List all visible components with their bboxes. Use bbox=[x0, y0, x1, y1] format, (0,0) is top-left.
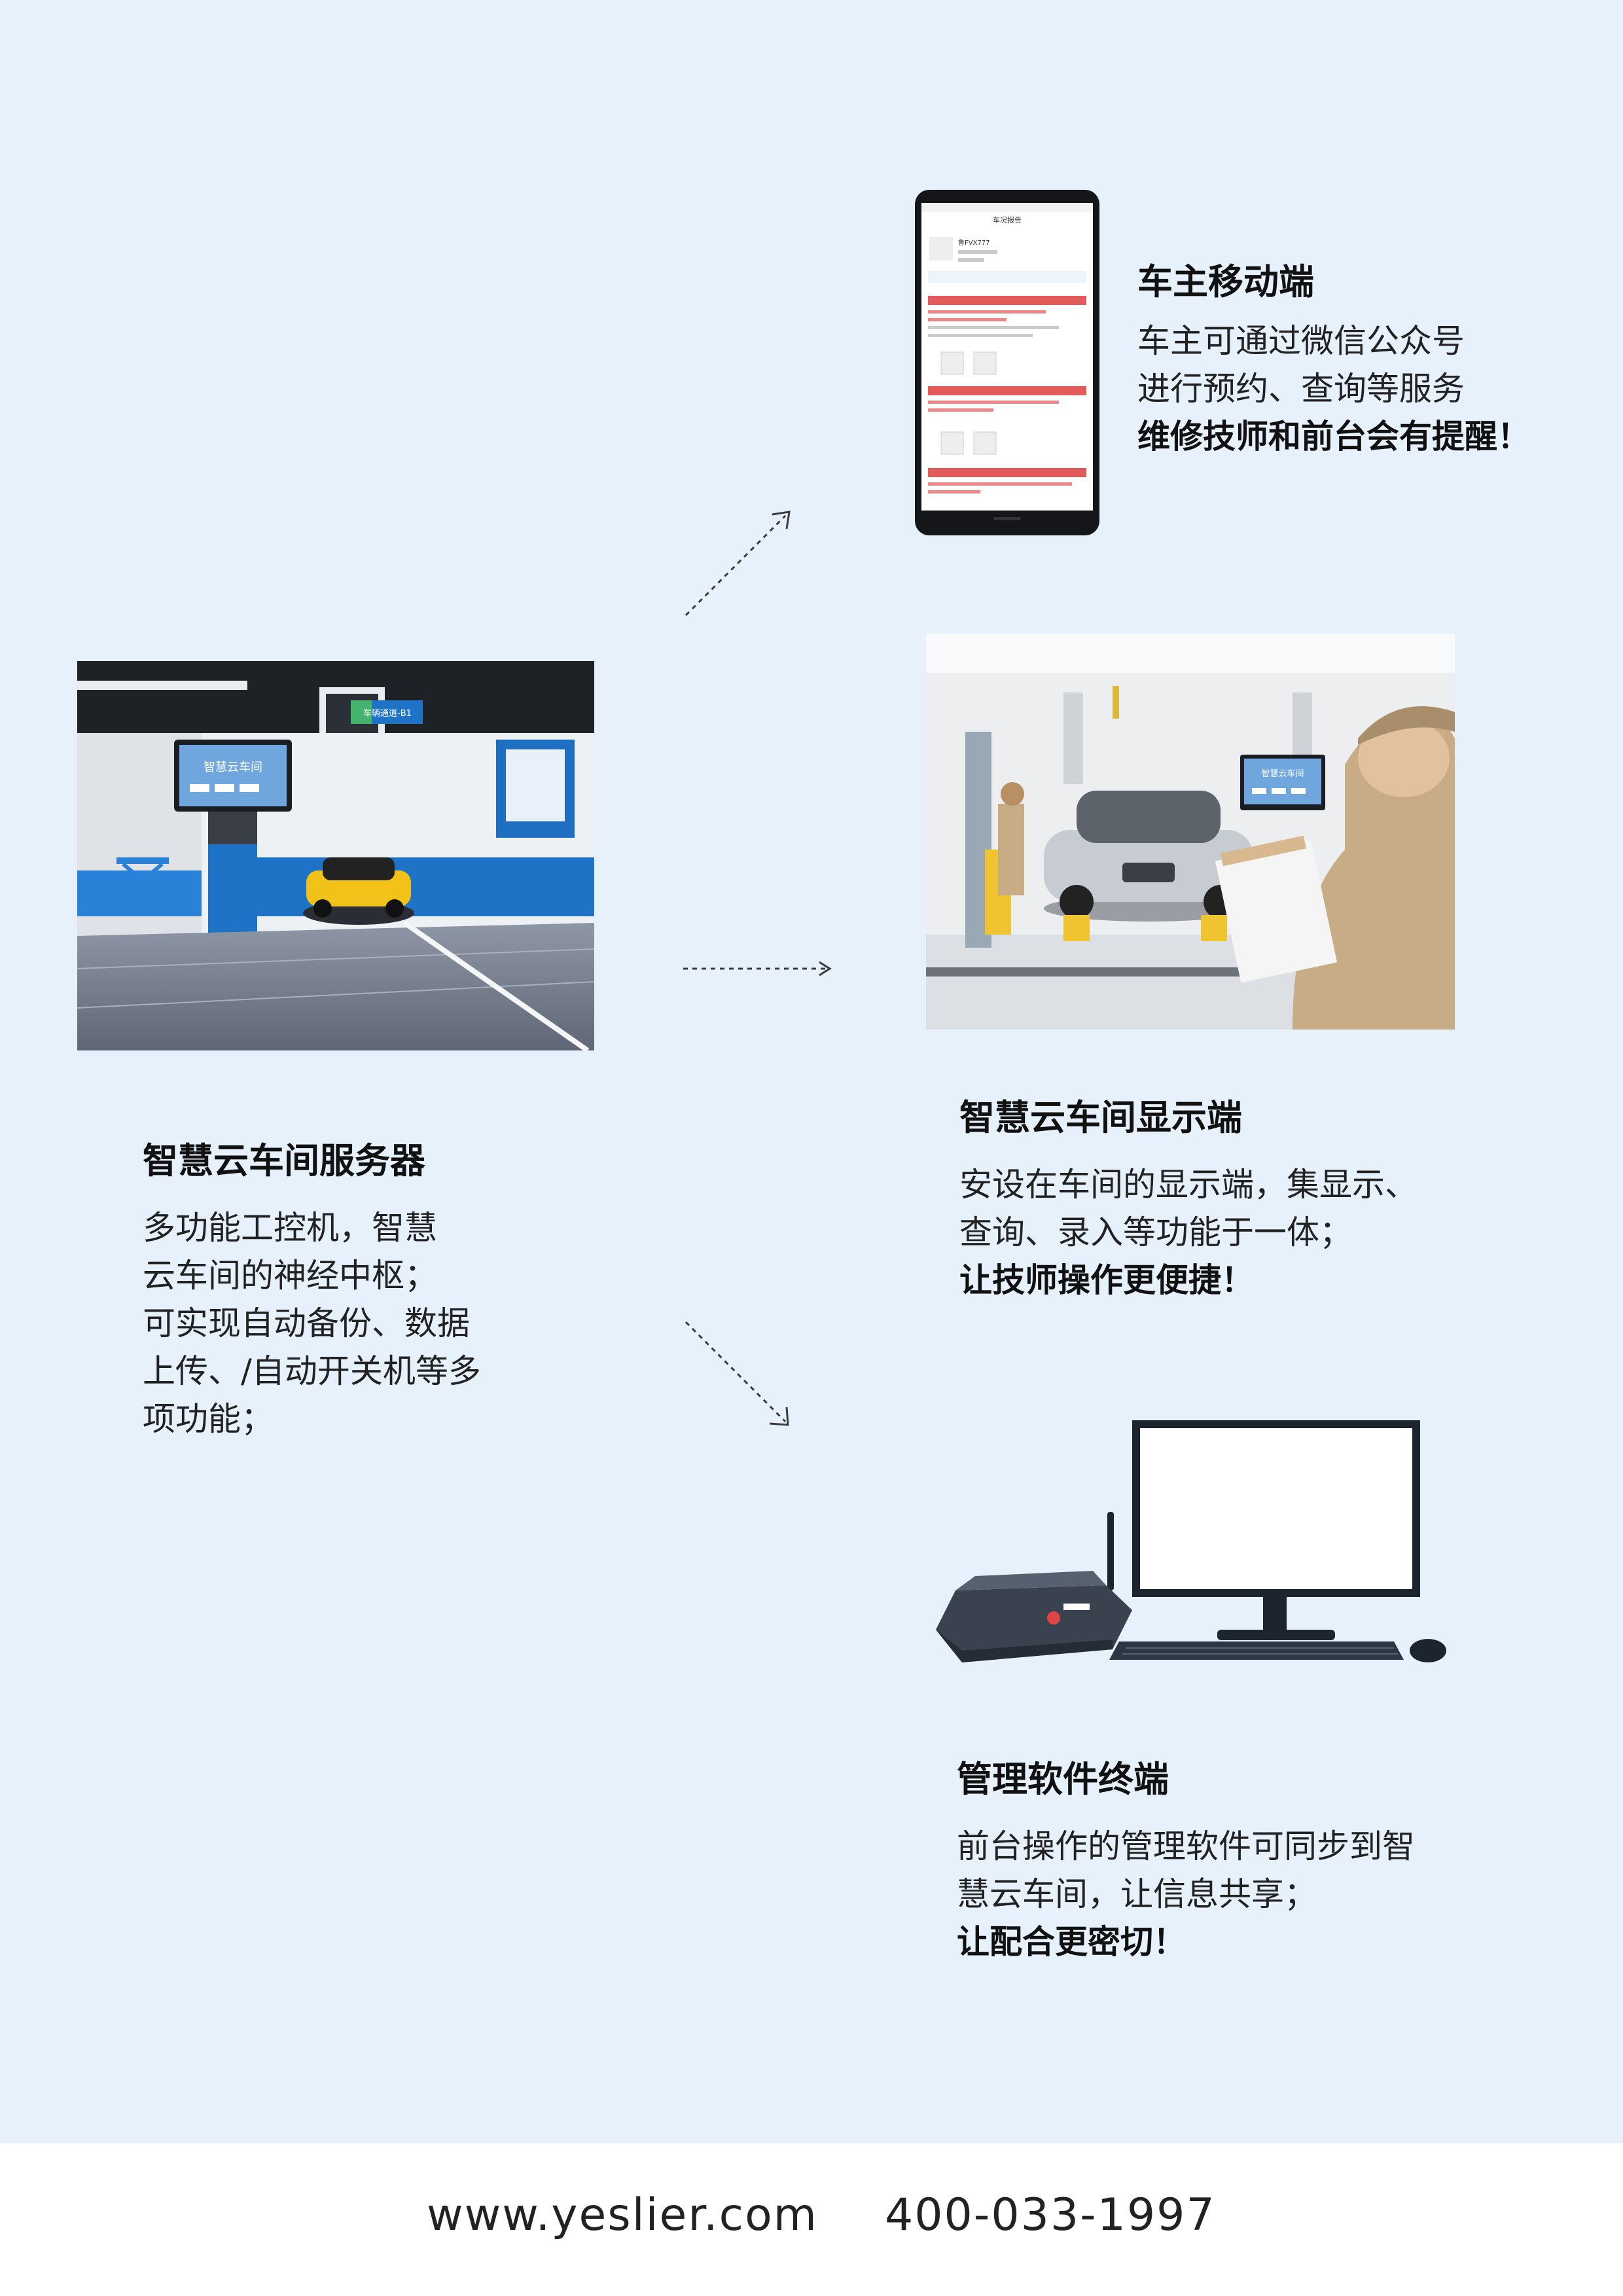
phone-plate-text: 鲁FVX777 bbox=[958, 238, 990, 247]
technician-illustration: 智慧云车间 bbox=[926, 634, 1455, 1030]
server-title: 智慧云车间服务器 bbox=[143, 1140, 425, 1181]
arrow-to-display bbox=[683, 961, 832, 977]
arrow-to-terminal bbox=[685, 1321, 789, 1426]
terminal-description: 管理软件终端 前台操作的管理软件可同步到智 慧云车间，让信息共享； 让配合更密切… bbox=[957, 1756, 1546, 1966]
workshop-illustration: 智慧云车间 车辆通道-B1 bbox=[77, 661, 594, 1050]
workshop-server-image: 智慧云车间 车辆通道-B1 bbox=[77, 661, 594, 1050]
server-description: 智慧云车间服务器 多功能工控机，智慧 云车间的神经中枢； 可实现自动备份、数据 … bbox=[143, 1138, 666, 1443]
footer-phone-number[interactable]: 400-033-1997 bbox=[885, 2189, 1216, 2241]
server-line-2: 云车间的神经中枢； bbox=[143, 1257, 437, 1295]
mobile-highlight: 维修技师和前台会有提醒！ bbox=[1137, 418, 1530, 456]
server-line-4: 上传、/自动开关机等多 bbox=[143, 1352, 481, 1390]
terminal-highlight: 让配合更密切！ bbox=[957, 1923, 1186, 1961]
display-description: 智慧云车间显示端 安设在车间的显示端，集显示、 查询、录入等功能于一体； 让技师… bbox=[959, 1094, 1548, 1304]
phone-illustration: 车况报告 鲁FVX777 bbox=[915, 190, 1099, 535]
footer-website-link[interactable]: www.yeslier.com bbox=[427, 2189, 818, 2241]
management-terminal-image bbox=[936, 1414, 1453, 1676]
display-terminal-image: 智慧云车间 bbox=[926, 634, 1455, 1030]
server-line-1: 多功能工控机，智慧 bbox=[143, 1209, 437, 1247]
terminal-title: 管理软件终端 bbox=[957, 1759, 1169, 1800]
arrow-to-mobile bbox=[685, 511, 791, 617]
display-screen-text: 智慧云车间 bbox=[1261, 768, 1304, 779]
server-line-3: 可实现自动备份、数据 bbox=[143, 1304, 470, 1342]
display-highlight: 让技师操作更便捷！ bbox=[959, 1261, 1254, 1299]
display-title: 智慧云车间显示端 bbox=[959, 1097, 1242, 1138]
mobile-line-2: 进行预约、查询等服务 bbox=[1137, 370, 1465, 408]
footer: www.yeslier.com 400-033-1997 bbox=[0, 2144, 1623, 2296]
terminal-line-2: 慧云车间，让信息共享； bbox=[957, 1875, 1317, 1913]
workshop-sign-text: 车辆通道-B1 bbox=[363, 708, 412, 719]
mobile-description: 车主移动端 车主可通过微信公众号 进行预约、查询等服务 维修技师和前台会有提醒！ bbox=[1137, 259, 1609, 461]
display-line-1: 安设在车间的显示端，集显示、 bbox=[959, 1166, 1418, 1204]
terminal-line-1: 前台操作的管理软件可同步到智 bbox=[957, 1827, 1415, 1865]
mobile-title: 车主移动端 bbox=[1137, 261, 1314, 302]
computer-illustration bbox=[936, 1420, 1446, 1662]
mobile-phone-image: 车况报告 鲁FVX777 bbox=[915, 190, 1099, 535]
workshop-screen-text: 智慧云车间 bbox=[204, 761, 262, 774]
phone-header-text: 车况报告 bbox=[993, 215, 1022, 224]
server-line-5: 项功能； bbox=[143, 1400, 274, 1438]
display-line-2: 查询、录入等功能于一体； bbox=[959, 1213, 1352, 1251]
mobile-line-1: 车主可通过微信公众号 bbox=[1137, 322, 1465, 360]
